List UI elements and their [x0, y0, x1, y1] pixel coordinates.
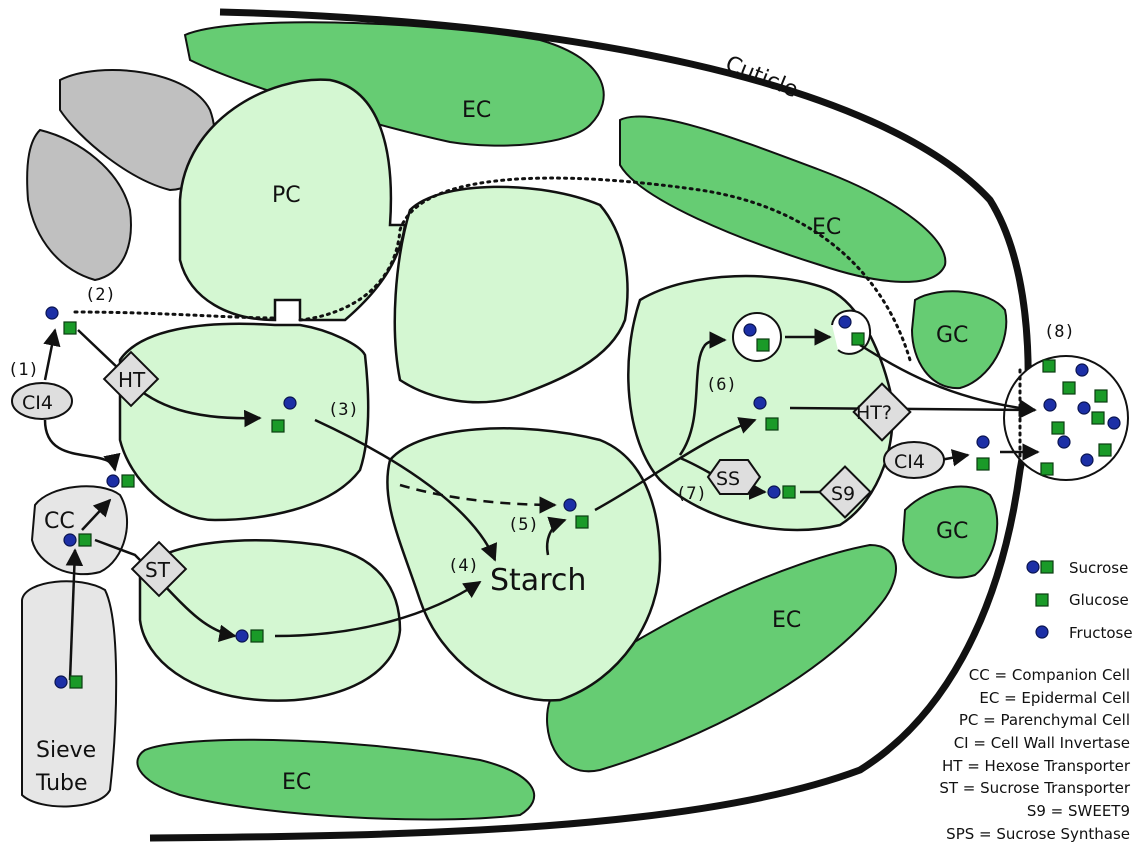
cc-label: CC — [44, 509, 75, 534]
parenchyma-cell-bottom-left — [138, 539, 402, 702]
step-3: (3) — [328, 400, 359, 420]
step-7: (7) — [676, 484, 707, 504]
abbr-ci: CI = Cell Wall Invertase — [954, 734, 1130, 752]
step-8: (8) — [1044, 322, 1075, 342]
step-6: (6) — [706, 375, 737, 395]
svg-text:HT?: HT? — [856, 402, 892, 424]
abbr-sps: SPS = Sucrose Synthase — [946, 825, 1130, 843]
ht-q-transporter: HT? — [852, 382, 912, 442]
apoplast-dotted-right — [298, 176, 912, 362]
arrow-cc-up — [81, 498, 112, 531]
arrow-ht-q — [789, 401, 1037, 419]
vesicle — [732, 312, 782, 362]
ht-transporter: HT — [102, 350, 160, 408]
legend: Sucrose Glucose Fructose — [1026, 559, 1133, 642]
arrow-to-right-cell — [594, 417, 757, 512]
arrow-membrane-exit — [859, 343, 1037, 417]
sieve-label-1: Sieve — [36, 738, 96, 763]
sieve-tube — [21, 580, 118, 808]
s9-transporter: S9 — [818, 465, 872, 519]
abbr-pc: PC = Parenchymal Cell — [959, 711, 1130, 729]
abbreviation-list: CC = Companion Cell EC = Epidermal Cell … — [939, 666, 1131, 843]
arrow-ci4-to-cc — [43, 419, 121, 472]
svg-text:CI4: CI4 — [22, 392, 53, 414]
abbr-ec: EC = Epidermal Cell — [979, 689, 1130, 707]
step-4: (4) — [448, 556, 479, 576]
molecule-group — [45, 306, 1121, 689]
step-1: (1) — [8, 360, 39, 380]
grey-cell-2 — [26, 128, 132, 282]
arrow-step3 — [314, 418, 498, 562]
ss-enzyme: SS — [706, 459, 762, 495]
parenchyma-cell-top-center — [393, 185, 629, 404]
gc-label-upper: GC — [936, 323, 968, 348]
starch-label: Starch — [490, 563, 586, 598]
arrow-dashed — [399, 483, 557, 514]
arrow-step1 — [43, 328, 61, 381]
abbr-cc: CC = Companion Cell — [969, 666, 1130, 684]
svg-text:S9: S9 — [831, 483, 855, 505]
sieve-label-2: Tube — [35, 771, 88, 796]
epidermal-cell-bottom — [136, 738, 536, 821]
parenchyma-cell-mid-left — [118, 322, 370, 522]
epidermal-cell-upper-right — [619, 115, 947, 283]
step-5: (5) — [508, 515, 539, 535]
legend-fructose: Fructose — [1069, 624, 1133, 642]
svg-text:CI4: CI4 — [894, 451, 925, 473]
apoplast-dotted-upper — [73, 310, 277, 320]
st-transporter: ST — [130, 540, 188, 598]
abbr-s9: S9 = SWEET9 — [1027, 802, 1130, 820]
guard-cell-lower — [901, 485, 999, 579]
abbr-st: ST = Sucrose Transporter — [939, 779, 1131, 797]
pc-label: PC — [272, 183, 301, 208]
ci4-left: CI4 — [11, 382, 73, 420]
svg-text:SS: SS — [716, 468, 740, 490]
svg-text:ST: ST — [145, 558, 171, 582]
ec-label-top: EC — [462, 98, 491, 123]
arrow-step6 — [678, 331, 727, 456]
ec-label-lower-right: EC — [772, 608, 801, 633]
arrow-step4 — [274, 580, 482, 638]
svg-text:HT: HT — [118, 368, 146, 392]
abbr-ht: HT = Hexose Transporter — [942, 757, 1131, 775]
arrow-step5 — [546, 516, 567, 556]
nectar-droplet — [1003, 355, 1129, 481]
step-2: (2) — [85, 285, 116, 305]
legend-glucose: Glucose — [1069, 591, 1129, 609]
cuticle-label: Cuticle — [722, 52, 802, 104]
ci4-right: CI4 — [883, 441, 945, 479]
epidermal-cell-lower-right — [546, 543, 897, 773]
ec-label-upper-right: EC — [812, 215, 841, 240]
legend-sucrose: Sucrose — [1069, 559, 1128, 577]
guard-cell-upper — [910, 290, 1008, 390]
ec-label-bottom: EC — [282, 770, 311, 795]
arrow-sieve-to-cc — [65, 548, 84, 681]
gc-label-lower: GC — [936, 519, 968, 544]
